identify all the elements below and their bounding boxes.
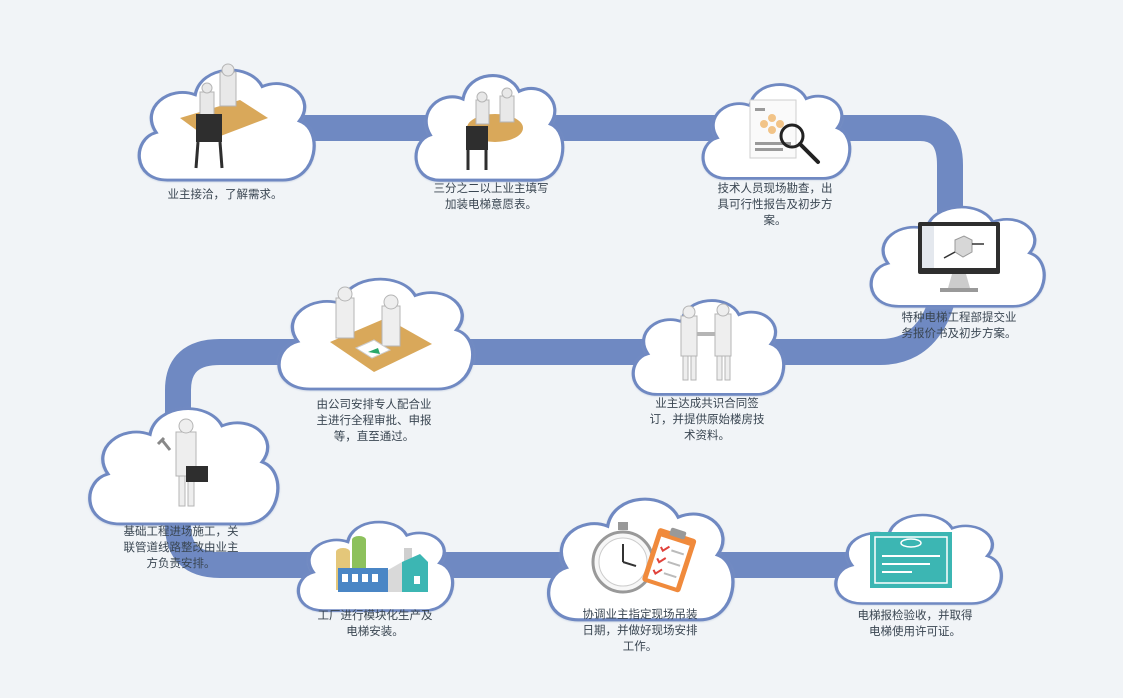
meeting-desk-icon — [180, 63, 268, 169]
document-magnifier-icon — [749, 99, 820, 164]
step-7-label: 基础工程进场施工，关 联管道线路整改由业主 方负责安排。 — [123, 524, 239, 570]
signing-desk-icon — [330, 286, 432, 372]
stopwatch-checklist-icon — [591, 522, 697, 594]
certificate-icon — [870, 532, 952, 588]
worker-toolbox-icon — [156, 418, 208, 507]
round-table-meeting-icon — [466, 87, 523, 170]
step-2-label: 三分之二以上业主填写 加装电梯意愿表。 — [433, 181, 549, 211]
step-3-label: 技术人员现场勘查，出 具可行性报告及初步方 案。 — [717, 181, 833, 227]
flow-track — [165, 115, 963, 578]
step-6-label: 由公司安排专人配合业 主进行全程审批、申报 等，直至通过。 — [316, 397, 432, 443]
step-4-label: 特种电梯工程部提交业 务报价书及初步方案。 — [901, 310, 1017, 340]
monitor-3d-model-icon — [918, 222, 1000, 292]
factory-icon — [336, 536, 428, 592]
step-5-label: 业主达成共识合同签 订，并提供原始楼房技 术资料。 — [649, 396, 765, 442]
step-1-label: 业主接洽，了解需求。 — [167, 187, 283, 201]
step-8-cloud — [296, 520, 455, 613]
step-9-label: 协调业主指定现场吊装 日期，并做好现场安排 工作。 — [582, 607, 698, 653]
step-5-cloud — [631, 298, 786, 396]
step-8-label: 工厂进行模块化生产及 电梯安装。 — [317, 608, 433, 638]
handshake-people-icon — [680, 303, 732, 381]
step-10-label: 电梯报检验收，并取得 电梯使用许可证。 — [857, 608, 973, 638]
